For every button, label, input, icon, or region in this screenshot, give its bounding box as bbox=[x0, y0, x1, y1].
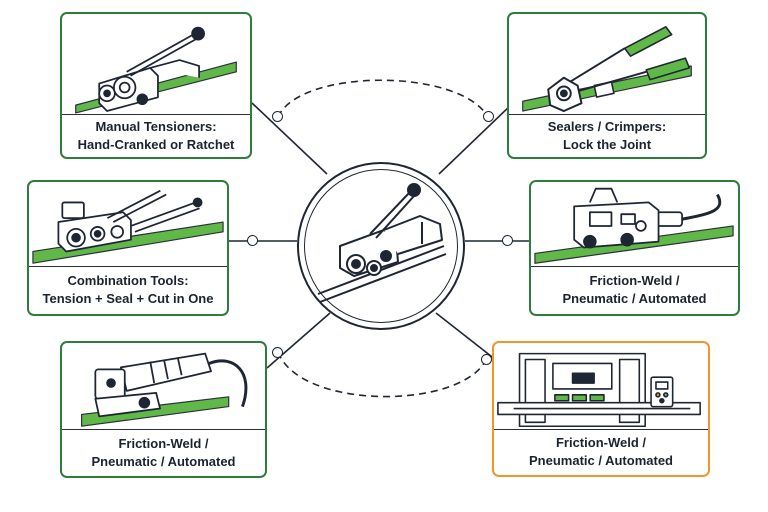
manual-tensioner-icon bbox=[62, 26, 250, 115]
connector-line bbox=[266, 312, 331, 369]
card-subtitle: Tension + Seal + Cut in One bbox=[42, 291, 214, 306]
card-title: Sealers / Crimpers: bbox=[547, 118, 667, 134]
card-caption: Sealers / Crimpers: Lock the Joint bbox=[509, 114, 705, 157]
friction-weld-tool-icon bbox=[531, 187, 738, 267]
card-title: Friction-Weld / bbox=[589, 273, 680, 288]
connector-node bbox=[483, 111, 494, 122]
card-caption: Friction-Weld / Pneumatic / Automated bbox=[531, 266, 738, 314]
card-title: Manual Tensioners: bbox=[95, 118, 217, 134]
card-friction-weld-handheld[interactable]: Friction-Weld / Pneumatic / Automated bbox=[60, 341, 267, 478]
dashed-arc-bottom bbox=[277, 351, 487, 398]
card-manual-tensioners[interactable]: Manual Tensioners: Hand-Cranked or Ratch… bbox=[60, 12, 252, 159]
card-caption: Friction-Weld / Pneumatic / Automated bbox=[62, 429, 265, 476]
connector-line bbox=[438, 102, 514, 175]
card-subtitle: Lock the Joint bbox=[562, 136, 652, 152]
card-subtitle: Pneumatic / Automated bbox=[562, 291, 707, 306]
card-subtitle: Hand-Cranked or Ratchet bbox=[77, 136, 235, 152]
central-hub-ring bbox=[304, 169, 458, 323]
connector-line bbox=[251, 102, 328, 175]
connector-node bbox=[272, 111, 283, 122]
card-combination-tools[interactable]: Combination Tools: Tension + Seal + Cut … bbox=[27, 180, 229, 316]
connector-node bbox=[272, 347, 283, 358]
card-friction-weld-automated[interactable]: Friction-Weld / Pneumatic / Automated bbox=[492, 341, 710, 477]
card-caption: Manual Tensioners: Hand-Cranked or Ratch… bbox=[62, 114, 250, 157]
connector-node bbox=[502, 235, 513, 246]
card-caption: Combination Tools: Tension + Seal + Cut … bbox=[29, 266, 227, 314]
manual-strapping-tensioner-icon bbox=[317, 183, 447, 303]
connector-node bbox=[247, 235, 258, 246]
combination-tool-icon bbox=[29, 189, 227, 267]
card-caption: Friction-Weld / Pneumatic / Automated bbox=[494, 429, 708, 475]
card-title: Friction-Weld / bbox=[555, 435, 647, 450]
card-title: Combination Tools: bbox=[67, 273, 189, 288]
sealer-crimper-icon bbox=[509, 25, 705, 115]
card-subtitle: Pneumatic / Automated bbox=[91, 453, 236, 469]
pneumatic-tool-icon bbox=[62, 352, 265, 430]
automated-strapping-machine-icon bbox=[494, 352, 708, 430]
card-title: Friction-Weld / bbox=[118, 435, 209, 451]
card-sealers-crimpers[interactable]: Sealers / Crimpers: Lock the Joint bbox=[507, 12, 707, 159]
connector-line bbox=[435, 312, 497, 361]
dashed-arc-top bbox=[277, 79, 489, 118]
connector-node bbox=[481, 354, 492, 365]
card-subtitle: Pneumatic / Automated bbox=[529, 453, 673, 468]
card-friction-weld-pneumatic[interactable]: Friction-Weld / Pneumatic / Automated bbox=[529, 180, 740, 316]
